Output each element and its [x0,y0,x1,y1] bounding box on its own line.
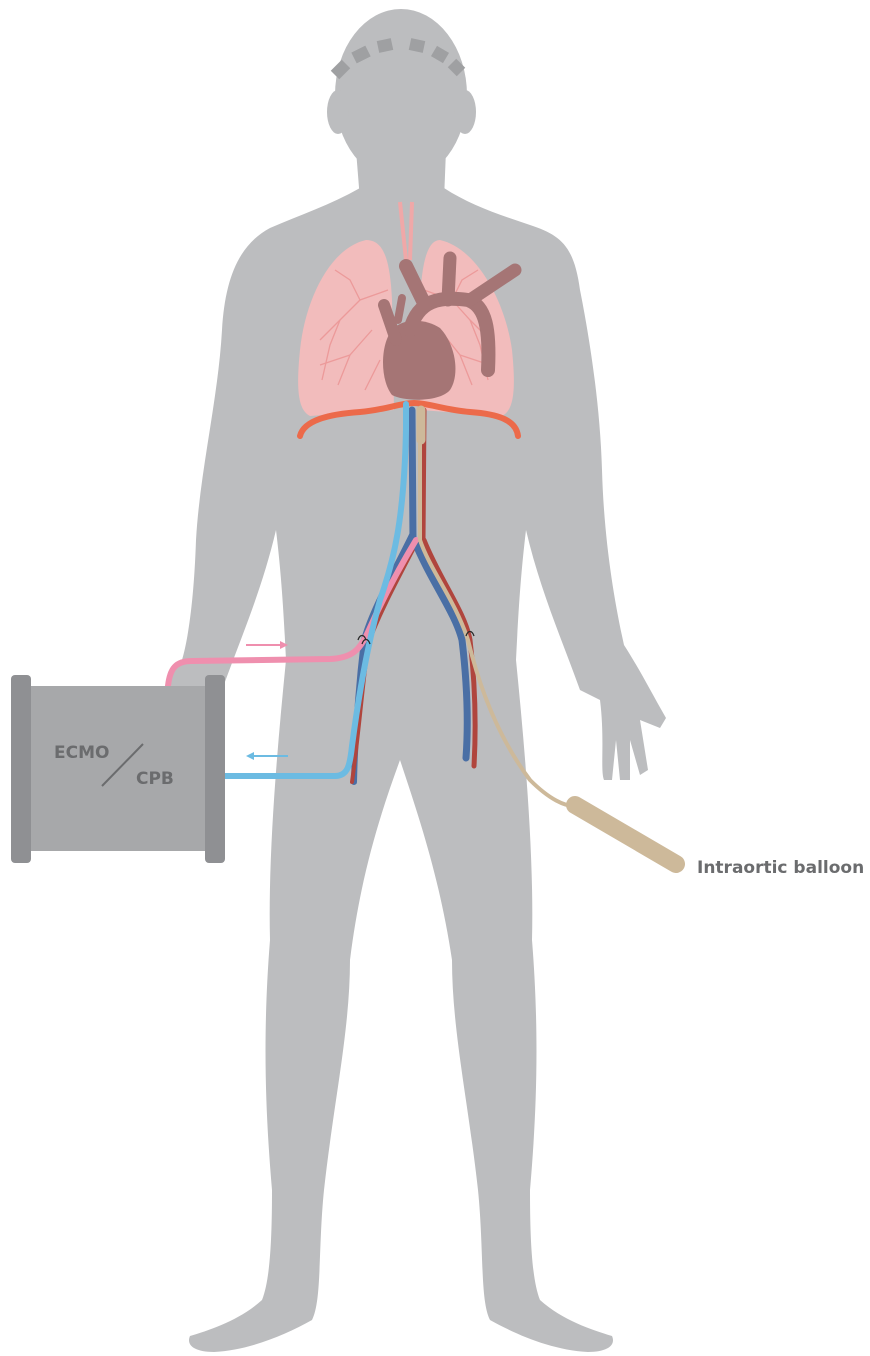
flow-arrow-out [246,641,288,649]
left-ear [327,90,349,134]
machine-label-ecmo: ECMO [54,743,109,763]
body-silhouette [168,9,666,1352]
left-carotid-artery [448,258,450,300]
machine-right-cap [205,675,225,863]
intraortic-balloon-label: Intraortic balloon [697,858,864,878]
right-ear [454,90,476,134]
machine-left-cap [11,675,31,863]
machine-label-cpb: CPB [136,769,174,789]
ecmo-cpb-machine: ECMO CPB [11,675,225,863]
intraortic-balloon-console [575,805,676,864]
inferior-vena-cava [412,410,413,540]
pulmonary-trunk [398,298,402,320]
